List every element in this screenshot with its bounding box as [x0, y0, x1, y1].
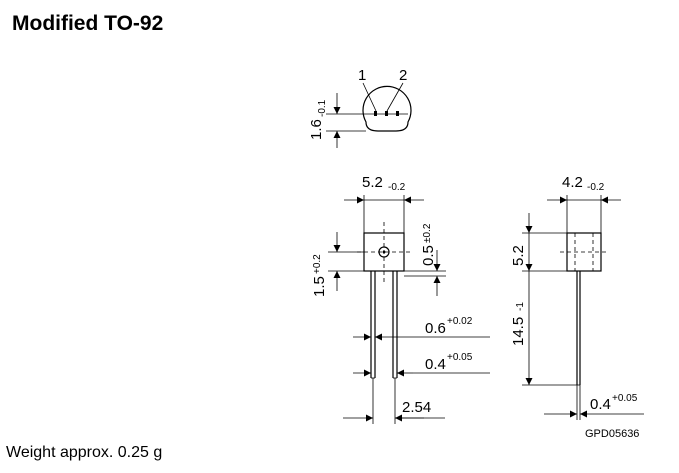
- dim-lead-width-value: 0.6: [425, 320, 446, 337]
- top-pin-3: [396, 111, 399, 116]
- top-pin-2: [385, 111, 388, 116]
- dim-body-height-value: 5.2: [510, 245, 527, 266]
- dim-width-side-value: 4.2: [562, 174, 583, 191]
- dim-height-top-value: 1.6: [308, 119, 325, 140]
- dim-width-side-tol: -0.2: [587, 182, 605, 193]
- side-view: 4.2 -0.2 5.2 14.5 -1 0.4 +0.05: [510, 174, 644, 420]
- dim-hole-offset-tol: ±0.2: [422, 223, 433, 243]
- dim-hole-pos-tol: +0.2: [312, 254, 323, 274]
- top-view: 1 2 1.6 -0.1: [308, 67, 412, 148]
- page-title: Modified TO-92: [12, 12, 164, 35]
- dim-hole-pos-value: 1.5: [311, 276, 328, 297]
- dim-pitch-value: 2.54: [402, 399, 431, 416]
- drawing-id: GPD05636: [585, 428, 639, 440]
- pin-label-2: 2: [399, 67, 407, 84]
- dim-lead-thick-tol: +0.05: [447, 352, 473, 363]
- front-view: 5.2 -0.2 1.5 +0.2 0.5 ±0.2 0.6 +0.02 0.4…: [311, 174, 490, 424]
- weight-note: Weight approx. 0.25 g: [6, 444, 163, 461]
- dim-width-front-tol: -0.2: [388, 182, 406, 193]
- dim-width-front-value: 5.2: [362, 174, 383, 191]
- front-hole: [378, 246, 390, 258]
- dim-lead-length-value: 14.5: [510, 317, 527, 346]
- dim-lead-width-tol: +0.02: [447, 316, 473, 327]
- top-pin-1: [374, 111, 377, 116]
- dim-lead-thick-side-tol: +0.05: [612, 393, 638, 404]
- dim-height-top-tol: -0.1: [317, 99, 328, 117]
- dim-lead-thick-side-value: 0.4: [590, 396, 611, 413]
- pin-label-1: 1: [358, 67, 366, 84]
- dim-lead-thick-value: 0.4: [425, 356, 446, 373]
- top-view-outline: [362, 85, 412, 132]
- dim-hole-offset-value: 0.5: [420, 245, 437, 266]
- dim-lead-length-tol: -1: [515, 302, 526, 311]
